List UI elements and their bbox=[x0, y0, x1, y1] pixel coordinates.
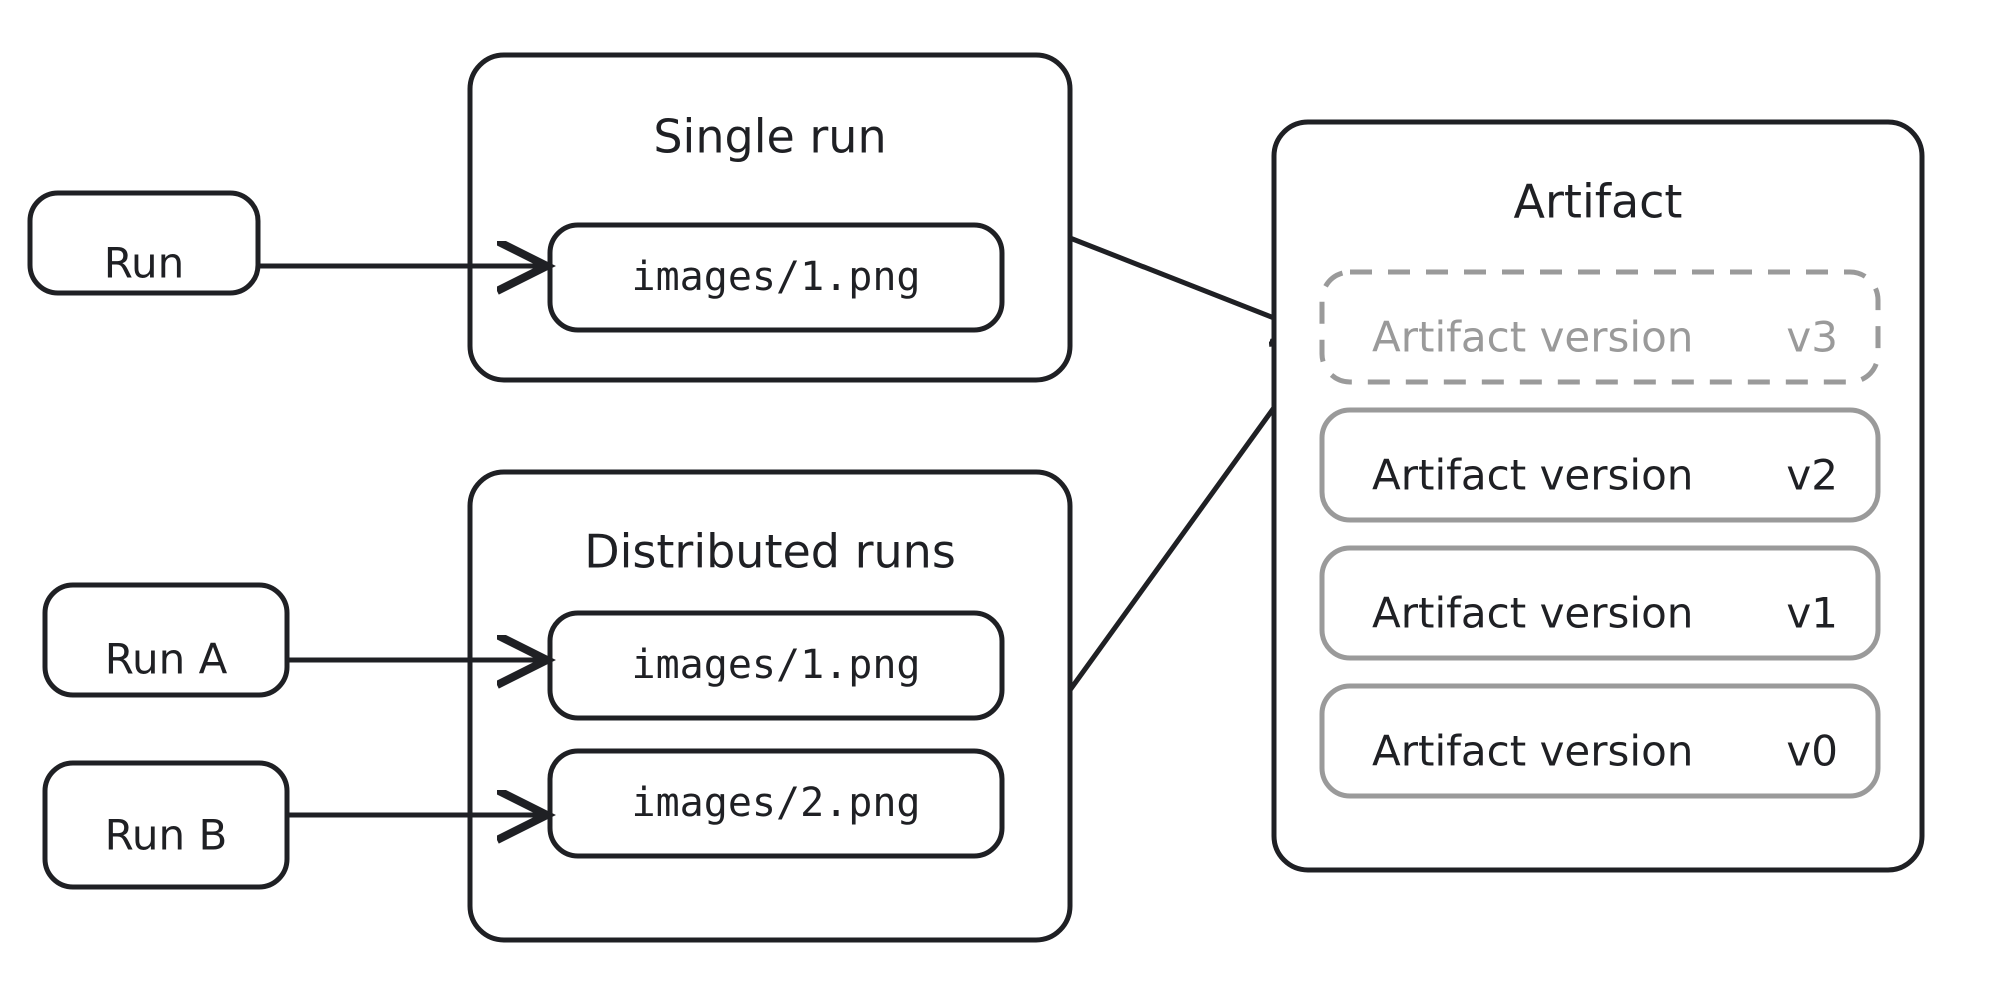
group-artifact: Artifact Artifact version v3 Artifact ve… bbox=[1271, 119, 1925, 873]
artifact-version-tag-v1: v1 bbox=[1786, 589, 1838, 638]
artifact-version-box-v2[interactable] bbox=[1319, 407, 1881, 523]
group-distributed-runs: Distributed runs images/1.png images/2.p… bbox=[467, 469, 1073, 943]
artifact-version-box-v3[interactable] bbox=[1319, 269, 1881, 385]
artifact-version-tag-v2: v2 bbox=[1786, 451, 1838, 500]
run-b-box[interactable] bbox=[42, 760, 290, 890]
group-single-run: Single run images/1.png bbox=[467, 52, 1073, 383]
artifact-version-label-v3: Artifact version bbox=[1372, 313, 1693, 362]
run-label: Run bbox=[104, 239, 185, 288]
run-a-box[interactable] bbox=[42, 582, 290, 698]
artifact-version-tag-v0: v0 bbox=[1786, 727, 1838, 776]
node-run-b[interactable]: Run B bbox=[42, 760, 290, 890]
artifact-version-label-v0: Artifact version bbox=[1372, 727, 1693, 776]
artifact-version-label-v1: Artifact version bbox=[1372, 589, 1693, 638]
artifact-version-box-v0[interactable] bbox=[1319, 683, 1881, 799]
single-run-title: Single run bbox=[653, 110, 886, 164]
artifact-title: Artifact bbox=[1514, 175, 1683, 229]
artifact-version-label-v2: Artifact version bbox=[1372, 451, 1693, 500]
distributed-runs-file-label-2: images/2.png bbox=[632, 780, 921, 826]
artifact-version-tag-v3: v3 bbox=[1786, 313, 1838, 362]
artifact-version-row-v3[interactable]: Artifact version v3 bbox=[1319, 269, 1881, 385]
run-b-label: Run B bbox=[105, 811, 228, 860]
single-run-file-label: images/1.png bbox=[632, 254, 921, 300]
run-a-label: Run A bbox=[105, 635, 228, 684]
node-run[interactable]: Run bbox=[27, 190, 261, 296]
artifact-version-row-v0[interactable]: Artifact version v0 bbox=[1319, 683, 1881, 799]
distributed-runs-file-label-1: images/1.png bbox=[632, 642, 921, 688]
distributed-runs-title: Distributed runs bbox=[584, 525, 956, 579]
node-run-a[interactable]: Run A bbox=[42, 582, 290, 698]
artifact-version-row-v2[interactable]: Artifact version v2 bbox=[1319, 407, 1881, 523]
artifact-version-box-v1[interactable] bbox=[1319, 545, 1881, 661]
run-box[interactable] bbox=[27, 190, 261, 296]
artifact-version-row-v1[interactable]: Artifact version v1 bbox=[1319, 545, 1881, 661]
